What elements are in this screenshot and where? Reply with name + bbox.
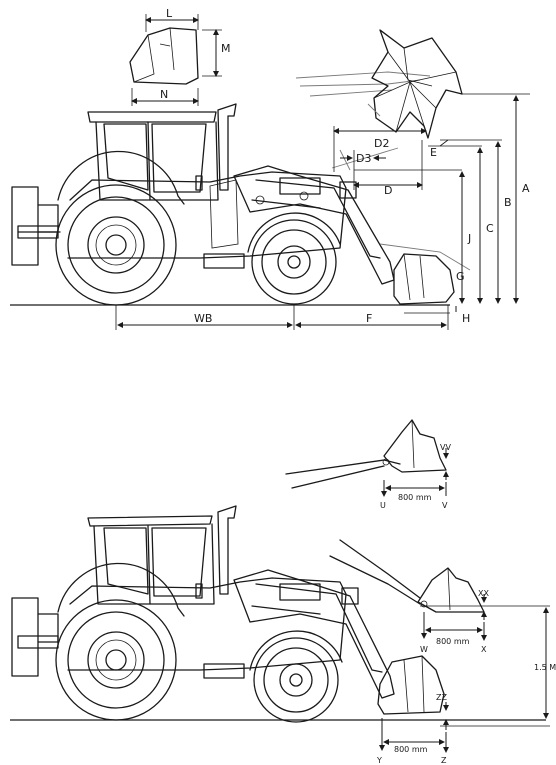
label-800mm-middle: 800 mm [436,637,470,646]
bucket-middle [329,539,550,641]
lowered-bucket [379,243,471,305]
bucket-detail [129,14,222,106]
label-N: N [160,88,168,101]
label-1-5m: 1.5 M [534,663,556,672]
label-Y: Y [376,756,382,765]
label-G: G [456,270,465,283]
bucket-upper [285,419,449,497]
tractor-bottom [11,505,347,723]
label-B: B [504,196,512,209]
bucket-lower [377,655,449,753]
label-L: L [166,7,173,20]
label-D: D [384,184,392,197]
label-C: C [486,222,494,235]
top-diagram: L M N A B C J D2 D3 D E G H WB F [10,7,530,330]
raised-bucket [367,29,463,139]
raised-arms [295,71,431,171]
loader-arms-bottom [233,569,395,699]
label-D2: D2 [374,137,389,150]
label-X: X [481,645,487,654]
label-WB: WB [194,312,212,325]
label-F: F [366,312,372,325]
label-XX: XX [478,589,489,598]
label-ZZ: ZZ [436,693,447,702]
label-J: J [467,232,471,245]
label-U: U [380,501,386,510]
bottom-diagram: VV U V 800 mm XX W X 800 mm ZZ Y Z 800 m… [10,419,556,765]
label-H: H [462,312,470,325]
label-VV: VV [440,443,451,452]
label-V: V [442,501,448,510]
label-D3: D3 [356,152,371,165]
label-800mm-upper: 800 mm [398,493,432,502]
label-800mm-lower: 800 mm [394,745,428,754]
height-dimensions [354,93,530,304]
tractor-top [11,103,347,306]
label-A: A [522,182,530,195]
reach-dimensions [333,126,449,190]
length-dimensions [115,305,457,330]
label-E: E [430,146,437,159]
label-W: W [420,645,428,654]
label-M: M [221,42,231,55]
label-Z: Z [441,756,447,765]
